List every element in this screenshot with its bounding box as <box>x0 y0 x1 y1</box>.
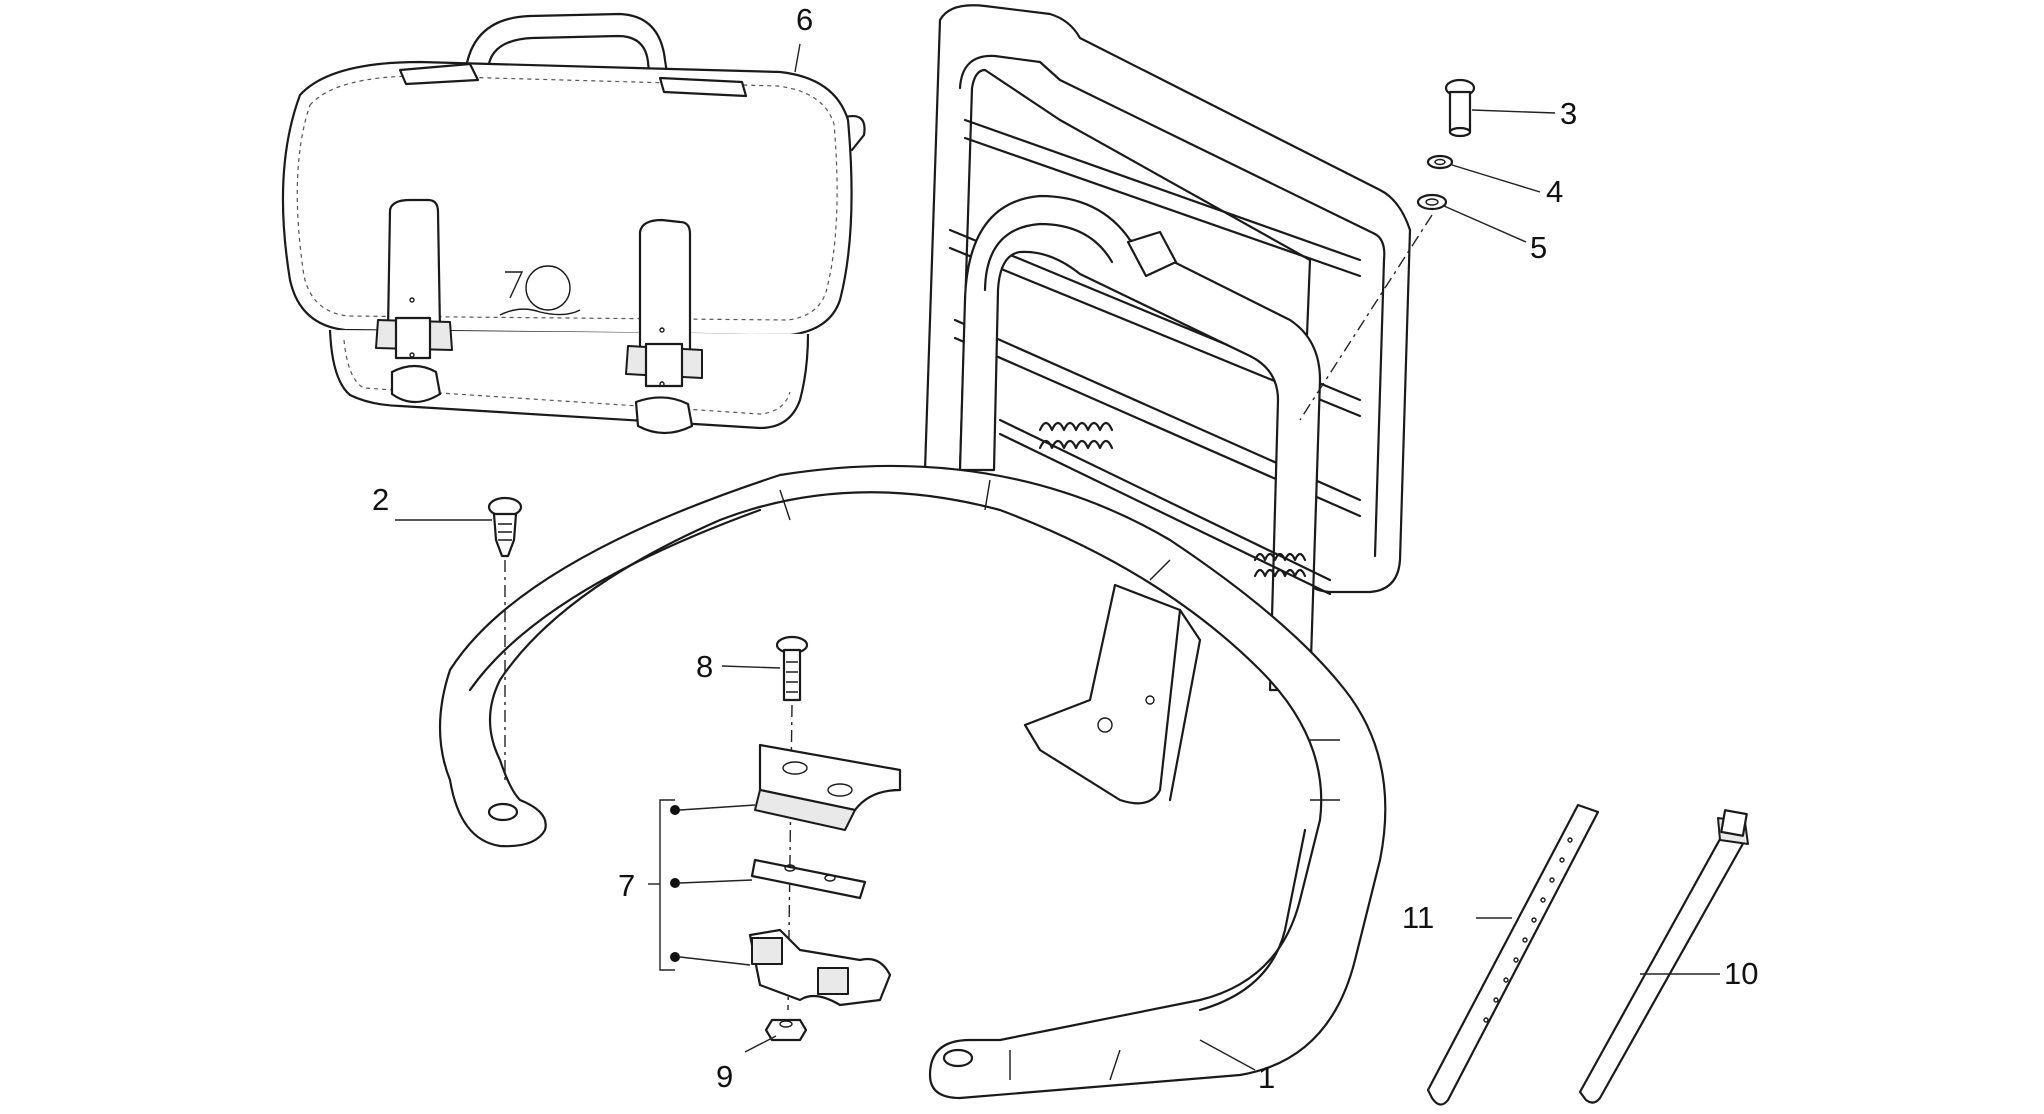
callout-10: 10 <box>1724 956 1758 991</box>
part-11-strap[interactable] <box>1426 803 1600 1106</box>
callout-8: 8 <box>696 649 713 684</box>
part-4-lock-washer[interactable] <box>1426 154 1454 170</box>
part-10-buckle-strap[interactable] <box>1578 809 1749 1104</box>
part-7-clamp-top[interactable] <box>754 743 902 831</box>
callout-9: 9 <box>716 1059 733 1094</box>
part-7-bracket <box>648 799 756 971</box>
callout-7: 7 <box>618 868 635 903</box>
callout-11: 11 <box>1402 900 1434 935</box>
callout-5: 5 <box>1530 230 1547 265</box>
part-6-saddle-bag[interactable] <box>281 12 866 435</box>
rack-spring-upper <box>1038 421 1114 450</box>
part-5-flat-washer[interactable] <box>1416 193 1448 211</box>
part-8-bolt[interactable] <box>775 635 809 702</box>
callout-2: 2 <box>372 482 389 517</box>
callout-4: 4 <box>1546 174 1563 209</box>
callout-6: 6 <box>796 2 813 37</box>
part-7-clamp-plate[interactable] <box>750 858 867 900</box>
part-3-screw[interactable] <box>1444 78 1476 138</box>
callout-3: 3 <box>1560 96 1577 131</box>
axis-line-part-3 <box>1299 214 1433 421</box>
part-9-nut[interactable] <box>764 1018 808 1042</box>
part-1-luggage-rack[interactable] <box>438 4 1412 1100</box>
part-7-clamp-base[interactable] <box>748 928 892 1007</box>
callout-1: 1 <box>1258 1060 1275 1095</box>
vespa-70-logo <box>499 265 581 316</box>
leader-lines <box>395 43 1720 1071</box>
part-2-screw[interactable] <box>487 496 523 558</box>
